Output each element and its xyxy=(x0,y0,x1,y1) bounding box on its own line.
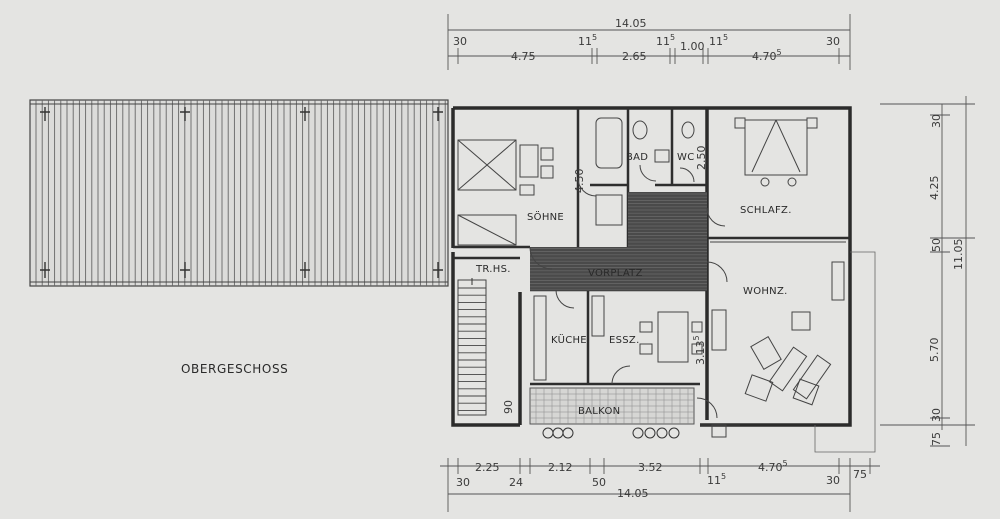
balkon-plant xyxy=(542,427,554,439)
schlafz-furniture xyxy=(710,117,846,243)
dim-bottom-total: 14.05 xyxy=(617,487,649,500)
balkon-plant xyxy=(668,427,680,439)
balkon-plant xyxy=(562,427,574,439)
vorplatz-floor xyxy=(530,192,707,291)
room-label-kueche: KÜCHE xyxy=(551,333,587,346)
dim-top-b: 4.75 xyxy=(511,50,536,63)
balkon-plant xyxy=(632,427,644,439)
dim-top-a: 30 xyxy=(453,35,467,48)
dim-balkon-depth: 90 xyxy=(502,400,515,414)
dim-top-total: 14.05 xyxy=(615,17,647,30)
dim-top-i: 30 xyxy=(826,35,840,48)
dim-soehne-wall: 4.50 xyxy=(573,169,586,194)
room-labels: SÖHNE BAD WC SCHLAFZ. VORPLATZ TR.HS. KÜ… xyxy=(475,152,792,417)
balkon-floor xyxy=(529,387,695,439)
dim-top-c: 115 xyxy=(578,33,597,48)
bottom-dimension-chain: 2.25 2.12 3.52 4.705 30 24 50 115 30 75 … xyxy=(440,458,880,512)
dim-bottom-e: 30 xyxy=(456,476,470,489)
balkon-plant xyxy=(552,427,564,439)
room-label-vorplatz: VORPLATZ xyxy=(588,268,643,279)
outline-annex xyxy=(700,251,876,453)
dim-right-c: 50 xyxy=(930,238,943,252)
room-label-treppenhaus: TR.HS. xyxy=(475,264,511,275)
dim-right-e: 30 xyxy=(930,408,943,422)
room-label-wc: WC xyxy=(677,152,694,163)
top-dimension-chain: 14.05 30 4.75 115 2.65 115 1.00 115 4.70… xyxy=(447,14,851,70)
room-label-schlafz: SCHLAFZ. xyxy=(740,205,792,216)
room-label-soehne: SÖHNE xyxy=(527,210,564,223)
dim-bottom-d: 4.705 xyxy=(758,459,788,474)
door-swings xyxy=(529,164,728,419)
dim-bottom-j: 75 xyxy=(853,468,867,481)
bathroom-fixtures xyxy=(595,117,695,226)
dim-bottom-h: 115 xyxy=(707,472,726,487)
room-label-essz: ESSZ. xyxy=(609,335,640,346)
room-label-bad: BAD xyxy=(626,152,648,163)
balkon-plant xyxy=(644,427,656,439)
dim-bottom-f: 24 xyxy=(509,476,523,489)
room-label-balkon: BALKON xyxy=(578,406,620,417)
dim-top-h: 4.705 xyxy=(752,48,782,63)
dim-right-a: 30 xyxy=(930,114,943,128)
right-dimension-chain: 11.05 30 4.25 50 5.70 30 75 xyxy=(880,96,975,447)
exterior-walls xyxy=(451,106,852,427)
kitchen-dining-furniture xyxy=(533,295,703,381)
staircase xyxy=(457,278,487,416)
room-label-wohnz: WOHNZ. xyxy=(743,286,788,297)
dim-top-d: 2.65 xyxy=(622,50,647,63)
dim-top-g: 115 xyxy=(709,33,728,48)
plan-title: OBERGESCHOSS xyxy=(181,362,288,376)
dim-bottom-i: 30 xyxy=(826,474,840,487)
wohnz-furniture xyxy=(711,261,845,406)
dim-right-d: 5.70 xyxy=(928,338,941,363)
dim-right-total: 11.05 xyxy=(952,239,965,271)
dim-bottom-a: 2.25 xyxy=(475,461,500,474)
dim-top-f: 1.00 xyxy=(680,40,705,53)
terrace-pergola xyxy=(29,99,449,287)
dim-bottom-c: 3.52 xyxy=(638,461,663,474)
inner-dimensions: 4.50 2.50 3.135 90 xyxy=(502,146,708,415)
soehne-furniture xyxy=(457,139,554,246)
dim-right-b: 4.25 xyxy=(928,176,941,201)
dim-right-f: 75 xyxy=(930,432,943,446)
dim-essz-wall: 3.135 xyxy=(692,335,707,365)
dim-bottom-g: 50 xyxy=(592,476,606,489)
dim-bottom-b: 2.12 xyxy=(548,461,573,474)
dim-top-e: 115 xyxy=(656,33,675,48)
balkon-plant xyxy=(656,427,668,439)
dim-wc-wall: 2.50 xyxy=(695,146,708,171)
